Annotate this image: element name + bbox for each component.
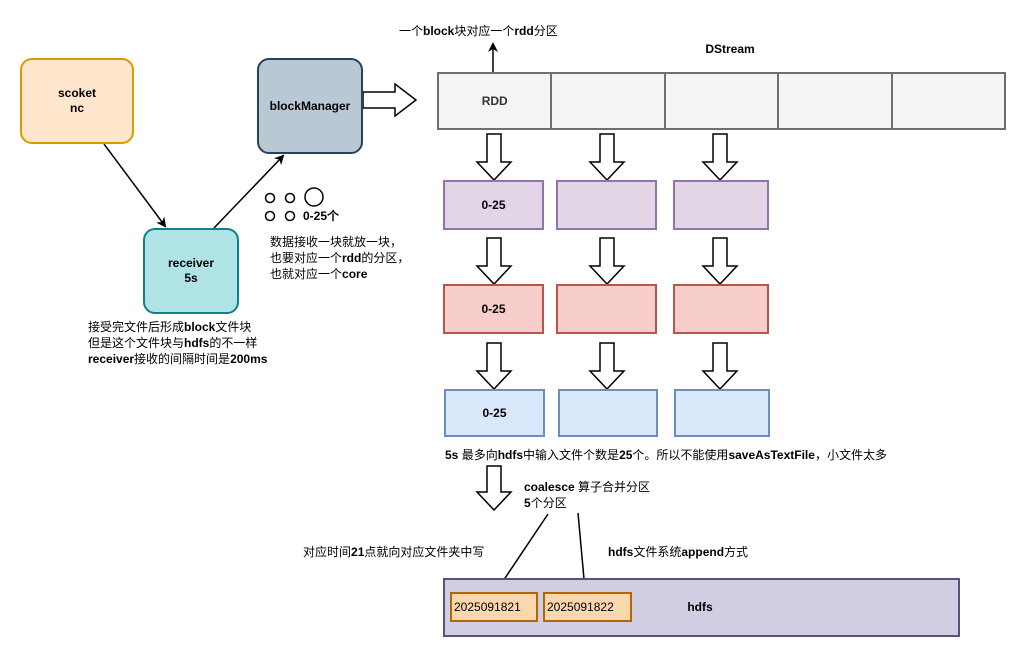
dstream-label: DStream xyxy=(705,41,755,56)
partition-purple[interactable] xyxy=(556,180,657,230)
note-text: coalesce xyxy=(524,480,575,494)
down-arrow-icon xyxy=(588,342,626,391)
down-arrow-icon xyxy=(701,237,739,286)
note-line: coalesce 算子合并分区 xyxy=(524,479,650,495)
note-line: 也就对应一个core xyxy=(270,266,409,282)
receiver-node[interactable]: receiver 5s xyxy=(143,228,239,314)
note-text: receiver xyxy=(88,352,135,366)
circle-icon xyxy=(284,210,296,222)
edge-socket-to-receiver xyxy=(103,143,167,228)
note-text: 方式 xyxy=(724,545,749,559)
note-text: 也要对应一个 xyxy=(270,251,343,265)
note-block-rdd: 一个block块对应一个rdd分区 xyxy=(399,23,558,39)
edge-receiver-to-blockmanager xyxy=(213,154,285,229)
note-line: 数据接收一块就放一块， xyxy=(270,234,409,250)
note-text: saveAsTextFile xyxy=(728,448,815,462)
note-line: 也要对应一个rdd的分区， xyxy=(270,250,409,266)
note-text: rdd xyxy=(342,251,362,265)
note-line: 但是这个文件块与hdfs的不一样 xyxy=(88,335,267,351)
down-arrow-icon xyxy=(475,237,513,286)
dstream-cell[interactable]: RDD xyxy=(437,72,553,130)
dstream-cell[interactable] xyxy=(663,72,780,130)
note-text: append xyxy=(681,545,725,559)
note-text: 一个 xyxy=(399,24,424,38)
socket-node[interactable]: scoket nc xyxy=(20,58,134,144)
hdfs-file[interactable]: 2025091822 xyxy=(543,592,632,622)
note-text: 也就对应一个 xyxy=(270,267,343,281)
note-text: 块对应一个 xyxy=(454,24,515,38)
note-text: hdfs xyxy=(608,545,634,559)
dstream-cell[interactable] xyxy=(777,72,893,130)
note-text: block xyxy=(423,24,455,38)
note-hdfs-limit: 5s 最多向hdfs中输入文件个数是25个。所以不能使用saveAsTextFi… xyxy=(445,447,887,463)
circle-icon xyxy=(284,192,296,204)
note-text: 文件系统 xyxy=(633,545,682,559)
circle-icon xyxy=(264,192,276,204)
partition-blue[interactable] xyxy=(674,389,770,437)
note-text: 5 xyxy=(524,496,531,510)
note-append: hdfs文件系统append方式 xyxy=(608,544,748,560)
note-text: 最多向 xyxy=(458,448,498,462)
partition-red[interactable] xyxy=(556,284,657,334)
hdfs-label: hdfs xyxy=(687,599,713,614)
note-text: 个分区 xyxy=(530,496,567,510)
partition-red[interactable]: 0-25 xyxy=(443,284,544,334)
note-text: rdd xyxy=(514,24,534,38)
note-text: 的不一样 xyxy=(209,336,258,350)
note-text: hdfs xyxy=(184,336,210,350)
dstream-cell[interactable] xyxy=(550,72,666,130)
note-text: ，小文件太多 xyxy=(814,448,887,462)
note-text: 25 xyxy=(619,448,633,462)
note-text: 的分区， xyxy=(361,251,410,265)
down-arrow-icon xyxy=(588,133,626,182)
circle-icon xyxy=(304,187,324,207)
note-block-receive: 数据接收一块就放一块，也要对应一个rdd的分区，也就对应一个core xyxy=(270,234,409,282)
note-text: 个。所以不能使用 xyxy=(632,448,729,462)
partition-purple[interactable]: 0-25 xyxy=(443,180,544,230)
note-text: 200ms xyxy=(230,352,268,366)
dstream-container: RDD xyxy=(437,72,1007,130)
partition-blue[interactable]: 0-25 xyxy=(444,389,545,437)
note-text: 点就向对应文件夹中写 xyxy=(364,545,485,559)
down-arrow-icon xyxy=(701,342,739,391)
down-arrow-icon xyxy=(701,133,739,182)
hdfs-file[interactable]: 2025091821 xyxy=(450,592,538,622)
down-arrow-icon xyxy=(475,342,513,391)
block-manager-node[interactable]: blockManager xyxy=(257,58,363,154)
note-text: 分区 xyxy=(533,24,558,38)
note-text: 但是这个文件块与 xyxy=(88,336,185,350)
circle-icon xyxy=(264,210,276,222)
note-text: 对应时间 xyxy=(303,545,352,559)
note-text: 21 xyxy=(351,545,365,559)
note-text: 文件块 xyxy=(215,320,252,334)
note-text: 接受完文件后形成 xyxy=(88,320,185,334)
partition-blue[interactable] xyxy=(558,389,658,437)
dstream-cell[interactable] xyxy=(890,72,1007,130)
note-line: 接受完文件后形成block文件块 xyxy=(88,319,267,335)
note-line: receiver接收的间隔时间是200ms xyxy=(88,351,267,367)
note-text: hdfs xyxy=(497,448,524,462)
down-arrow-icon xyxy=(475,465,513,512)
circles-label: 0-25个 xyxy=(303,209,340,223)
partition-purple[interactable] xyxy=(673,180,769,230)
note-time-write: 对应时间21点就向对应文件夹中写 xyxy=(303,544,484,560)
down-arrow-icon xyxy=(475,133,513,182)
note-text: 算子合并分区 xyxy=(574,480,651,494)
note-text: 中输入文件个数是 xyxy=(523,448,620,462)
note-text: block xyxy=(184,320,216,334)
block-arrow-to-dstream xyxy=(362,82,418,118)
note-text: 接收的间隔时间是 xyxy=(134,352,231,366)
down-arrow-icon xyxy=(588,237,626,286)
note-text: 5s xyxy=(445,448,459,462)
note-line: 5个分区 xyxy=(524,495,650,511)
partition-red[interactable] xyxy=(673,284,769,334)
note-text: 数据接收一块就放一块， xyxy=(270,235,403,249)
note-text: core xyxy=(342,267,368,281)
